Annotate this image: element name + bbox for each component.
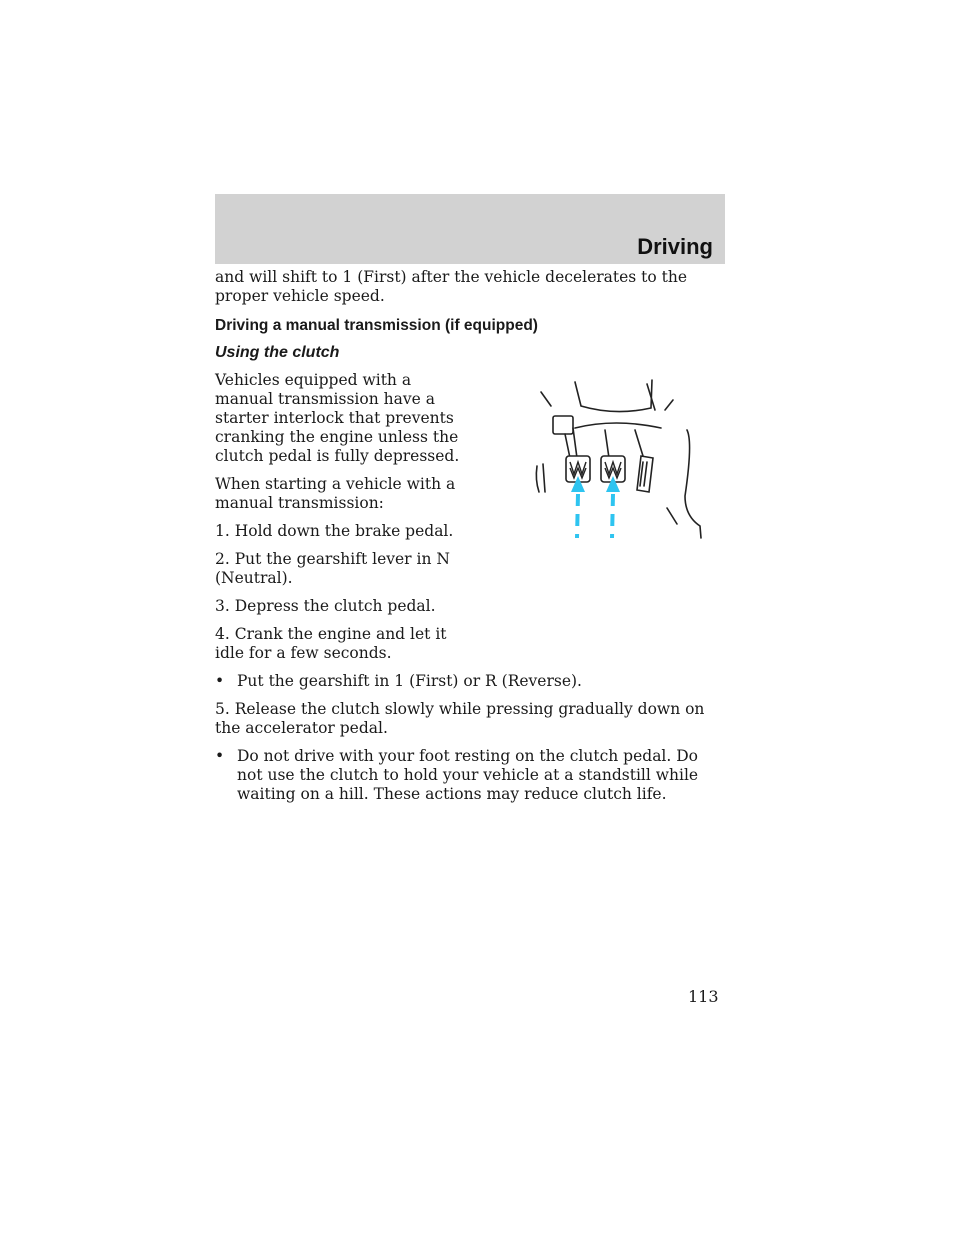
bullet-item-clutch-warning: • Do not drive with your foot resting on… [215, 747, 725, 804]
heading-manual-transmission: Driving a manual transmission (if equipp… [215, 317, 538, 334]
section-title: Driving [637, 234, 713, 259]
page-content: and will shift to 1 (First) after the ve… [215, 268, 725, 804]
bullet-text: Do not drive with your foot resting on t… [237, 747, 699, 803]
bullet-item-gearshift: • Put the gearshift in 1 (First) or R (R… [215, 672, 725, 691]
subheading-using-clutch: Using the clutch [215, 344, 340, 361]
clutch-pedal-illustration [525, 378, 725, 548]
arrow-icon-brake [606, 476, 620, 539]
step-4: 4. Crank the engine and let it idle for … [215, 625, 447, 662]
paragraph-continuation: and will shift to 1 (First) after the ve… [215, 268, 688, 305]
step-1: 1. Hold down the brake pedal. [215, 522, 454, 540]
step-5: 5. Release the clutch slowly while press… [215, 700, 705, 737]
pedal-diagram-icon [535, 379, 702, 539]
bullet-icon: • [215, 747, 225, 765]
step-3: 3. Depress the clutch pedal. [215, 597, 436, 615]
bullet-icon: • [215, 672, 225, 690]
paragraph-starting: When starting a vehicle with a manual tr… [215, 475, 456, 512]
page-number: 113 [688, 987, 719, 1006]
section-header-band: Driving [215, 194, 725, 264]
paragraph-interlock: Vehicles equipped with a manual transmis… [215, 371, 460, 465]
bullet-text: Put the gearshift in 1 (First) or R (Rev… [237, 672, 582, 690]
arrow-icon-clutch [571, 476, 585, 539]
step-2: 2. Put the gearshift lever in N (Neutral… [215, 550, 450, 587]
